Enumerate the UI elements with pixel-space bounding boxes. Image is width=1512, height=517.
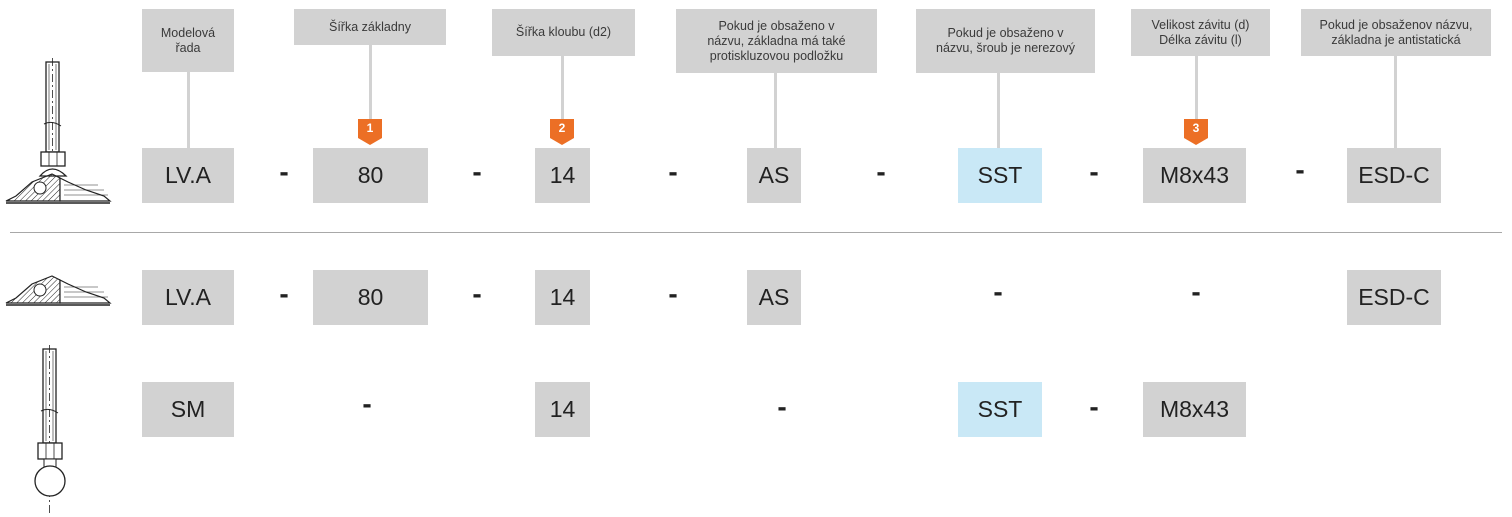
connector-model-series: [187, 72, 190, 148]
row1-sep-5: -: [1089, 156, 1099, 187]
connector-thread-note: [1195, 56, 1198, 120]
row1-joint: 14: [535, 148, 590, 203]
row3-sep-3: -: [1089, 391, 1099, 422]
connector-sst-note: [997, 73, 1000, 148]
leveling-foot-icon: [5, 58, 112, 204]
marker-2-label: 2: [558, 121, 566, 135]
marker-1: 1: [358, 119, 382, 145]
row1-sep-3: -: [668, 156, 678, 187]
label-thread-note: Velikost závitu (d) Délka závitu (l): [1131, 9, 1270, 56]
marker-3-label: 3: [1192, 121, 1200, 135]
connector-as-note: [774, 73, 777, 148]
row3-series: SM: [142, 382, 234, 437]
row1-sep-4: -: [876, 156, 886, 187]
row2-as: AS: [747, 270, 801, 325]
row2-sep-1: -: [279, 278, 289, 309]
row3-sst: SST: [958, 382, 1042, 437]
row1-sep-6: -: [1295, 154, 1305, 185]
label-sst-note: Pokud je obsaženo v názvu, šroub je nere…: [916, 9, 1095, 73]
row3-joint: 14: [535, 382, 590, 437]
marker-1-label: 1: [366, 121, 374, 135]
row3-sep-2: -: [777, 391, 787, 422]
row1-sep-1: -: [279, 156, 289, 187]
row1-thread: M8x43: [1143, 148, 1246, 203]
row2-sep-3: -: [668, 278, 678, 309]
label-esd-note: Pokud je obsaženov názvu, základna je an…: [1301, 9, 1491, 56]
screw-ball-icon: [34, 345, 66, 515]
base-only-icon: [5, 275, 112, 306]
row1-sep-2: -: [472, 156, 482, 187]
row3-thread: M8x43: [1143, 382, 1246, 437]
row1-sst: SST: [958, 148, 1042, 203]
marker-3: 3: [1184, 119, 1208, 145]
marker-2: 2: [550, 119, 574, 145]
row1-esd: ESD-C: [1347, 148, 1441, 203]
row2-sep-2: -: [472, 278, 482, 309]
row2-base: 80: [313, 270, 428, 325]
label-joint-width: Šířka kloubu (d2): [492, 9, 635, 56]
row2-esd: ESD-C: [1347, 270, 1441, 325]
connector-joint-width: [561, 56, 564, 120]
row3-sep-1: -: [362, 388, 372, 419]
label-base-width: Šířka základny: [294, 9, 446, 45]
row2-sep-4: -: [993, 276, 1003, 307]
row2-joint: 14: [535, 270, 590, 325]
label-as-note: Pokud je obsaženo v názvu, základna má t…: [676, 9, 877, 73]
row1-as: AS: [747, 148, 801, 203]
row2-sep-5: -: [1191, 276, 1201, 307]
row2-series: LV.A: [142, 270, 234, 325]
connector-base-width: [369, 45, 372, 120]
label-model-series: Modelová řada: [142, 9, 234, 72]
connector-esd-note: [1394, 56, 1397, 148]
section-divider: [10, 232, 1502, 233]
row1-series: LV.A: [142, 148, 234, 203]
row1-base: 80: [313, 148, 428, 203]
